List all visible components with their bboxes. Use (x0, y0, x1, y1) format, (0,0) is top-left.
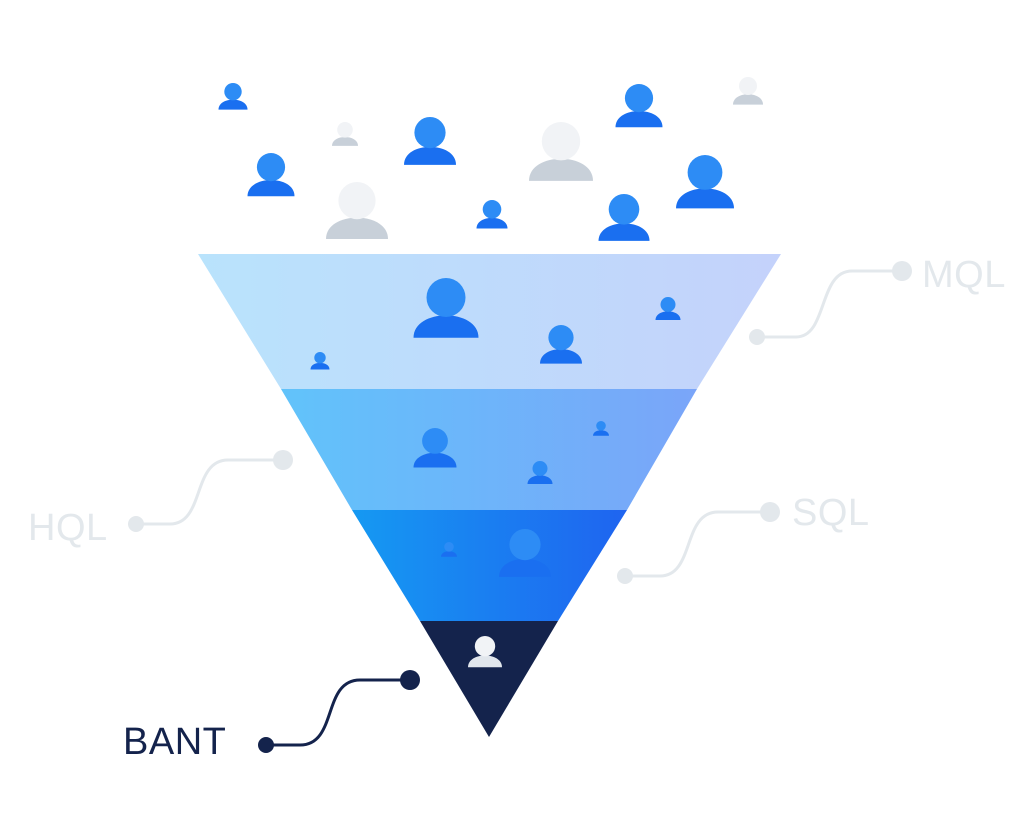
user-icon (540, 325, 582, 364)
user-icon (247, 153, 295, 197)
user-icon (468, 636, 502, 668)
user-icon (598, 194, 650, 241)
label-mql: MQL (922, 254, 1006, 296)
user-icon (527, 461, 553, 484)
user-icon (404, 117, 456, 165)
funnel-tier-sql (352, 510, 627, 621)
user-icon (615, 84, 663, 128)
funnel (198, 254, 781, 737)
connector-sql (617, 502, 780, 584)
user-icon (332, 122, 358, 146)
label-sql: SQL (792, 492, 870, 534)
user-icon (441, 542, 457, 557)
funnel-tier-hql (281, 389, 697, 510)
user-icon (310, 352, 330, 370)
people (218, 77, 763, 668)
label-bant: BANT (123, 721, 227, 763)
funnel-tier-bant (420, 621, 558, 737)
connectors (128, 261, 912, 753)
user-icon (326, 182, 388, 240)
user-icon (499, 529, 551, 577)
connector-mql (749, 261, 912, 345)
funnel-tier-mql (198, 254, 781, 389)
connector-hql (128, 450, 293, 532)
user-icon (413, 428, 457, 468)
user-icon (593, 421, 609, 436)
user-icon (733, 77, 763, 105)
label-hql: HQL (28, 507, 108, 549)
user-icon (676, 155, 734, 209)
user-icon (218, 83, 248, 110)
connector-bant (258, 670, 420, 753)
user-icon (655, 297, 681, 320)
user-icon (413, 278, 479, 338)
user-icon (529, 122, 593, 181)
user-icon (476, 200, 508, 229)
